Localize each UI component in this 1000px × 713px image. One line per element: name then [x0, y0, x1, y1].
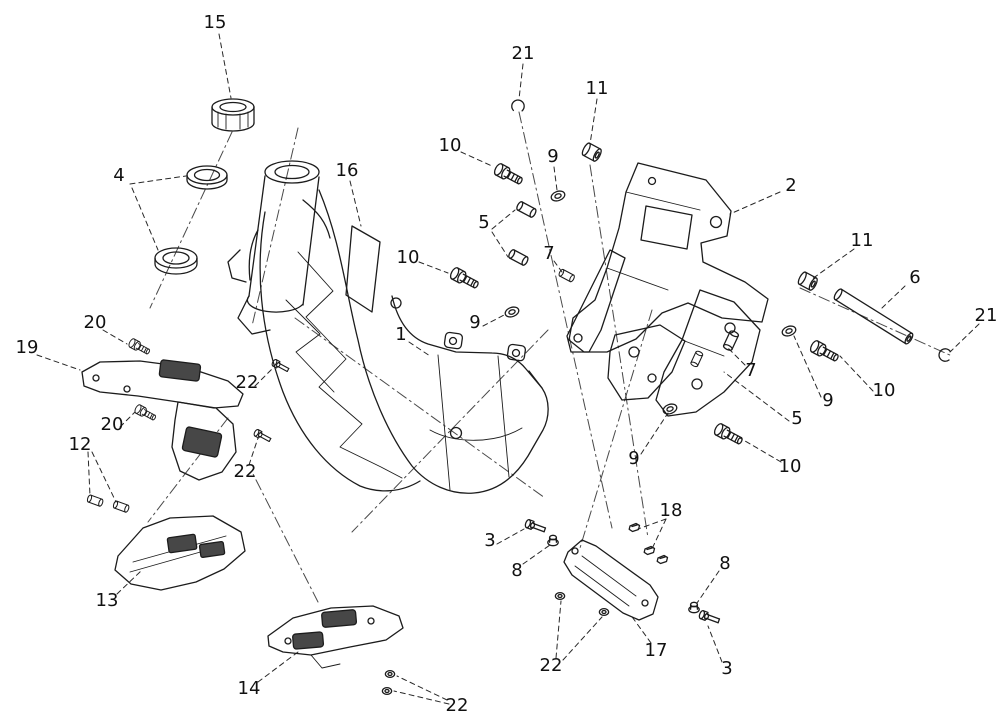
washer-9b — [503, 304, 521, 320]
part-label-6: 6 — [909, 267, 921, 288]
bolt-20a — [127, 337, 152, 357]
part-label-17: 17 — [644, 640, 668, 661]
part-label-3: 3 — [721, 658, 733, 679]
bolt-10c — [808, 338, 841, 365]
pin-12a — [86, 493, 105, 508]
part-label-19: 19 — [15, 337, 39, 358]
part-label-9: 9 — [628, 448, 640, 469]
part-label-7: 7 — [543, 243, 555, 264]
pin-5b — [507, 248, 530, 267]
washer-9a — [549, 188, 567, 204]
clip-18b — [643, 545, 656, 556]
part-label-4: 4 — [113, 165, 125, 186]
screw-22a — [270, 358, 291, 374]
part-rod — [833, 288, 914, 345]
nut-8b — [688, 601, 700, 614]
part-label-12: 12 — [68, 434, 92, 455]
part-label-8: 8 — [511, 560, 523, 581]
part-floor-panel — [114, 515, 246, 591]
part-label-13: 13 — [95, 590, 119, 611]
bolt-10d — [712, 421, 745, 448]
part-label-9: 9 — [547, 146, 559, 167]
part-label-16: 16 — [335, 160, 359, 181]
part-label-5: 5 — [791, 408, 803, 429]
part-label-15: 15 — [203, 12, 227, 33]
clip-18a — [628, 522, 641, 533]
leader-lines — [36, 33, 980, 705]
bolt-10a — [492, 161, 525, 188]
part-label-11: 11 — [585, 78, 609, 99]
bolt-10b — [448, 265, 481, 292]
part-label-20: 20 — [83, 312, 107, 333]
part-label-10: 10 — [778, 456, 802, 477]
part-label-21: 21 — [511, 43, 535, 64]
nut-22c2 — [598, 607, 610, 617]
part-label-20: 20 — [100, 414, 124, 435]
pin-7b — [689, 349, 704, 368]
screw-3b — [697, 609, 721, 626]
part-rear-bracket — [566, 162, 769, 417]
part-label-8: 8 — [719, 553, 731, 574]
part-steering-cap — [211, 98, 255, 132]
part-lower-footrest-bracket — [267, 605, 404, 669]
clip-18c — [656, 554, 669, 565]
part-lower-bracket — [563, 539, 659, 621]
part-main-frame — [227, 160, 549, 494]
part-label-21: 21 — [974, 305, 998, 326]
part-label-22: 22 — [235, 372, 259, 393]
part-label-1: 1 — [395, 324, 407, 345]
part-label-9: 9 — [822, 390, 834, 411]
part-label-9: 9 — [469, 312, 481, 333]
part-label-14: 14 — [237, 678, 261, 699]
part-label-11: 11 — [850, 230, 874, 251]
circlip-21a — [510, 98, 526, 112]
pin-5a — [515, 200, 538, 219]
bushing-11a — [580, 141, 604, 163]
nut-8a — [547, 534, 559, 547]
frame-decal — [345, 225, 381, 313]
nut-22c1 — [554, 591, 566, 601]
part-bearing-rings — [154, 165, 228, 275]
pin-12b — [112, 499, 131, 514]
part-label-22: 22 — [445, 695, 469, 713]
part-label-5: 5 — [478, 212, 490, 233]
part-footrest-bracket — [81, 359, 244, 481]
washer-9c — [780, 323, 798, 339]
part-label-7: 7 — [745, 360, 757, 381]
screw-3a — [523, 518, 547, 535]
part-label-22: 22 — [539, 655, 563, 676]
nut-22d1 — [384, 669, 396, 679]
screw-22b — [252, 428, 273, 444]
part-label-10: 10 — [396, 247, 420, 268]
bolt-20b — [133, 403, 158, 423]
nut-22d2 — [381, 686, 393, 696]
part-label-10: 10 — [872, 380, 896, 401]
pin-7a — [557, 268, 576, 283]
part-label-18: 18 — [659, 500, 683, 521]
part-label-10: 10 — [438, 135, 462, 156]
part-label-3: 3 — [484, 530, 496, 551]
part-label-22: 22 — [233, 461, 257, 482]
part-label-2: 2 — [785, 175, 797, 196]
washer-9d — [661, 401, 679, 417]
